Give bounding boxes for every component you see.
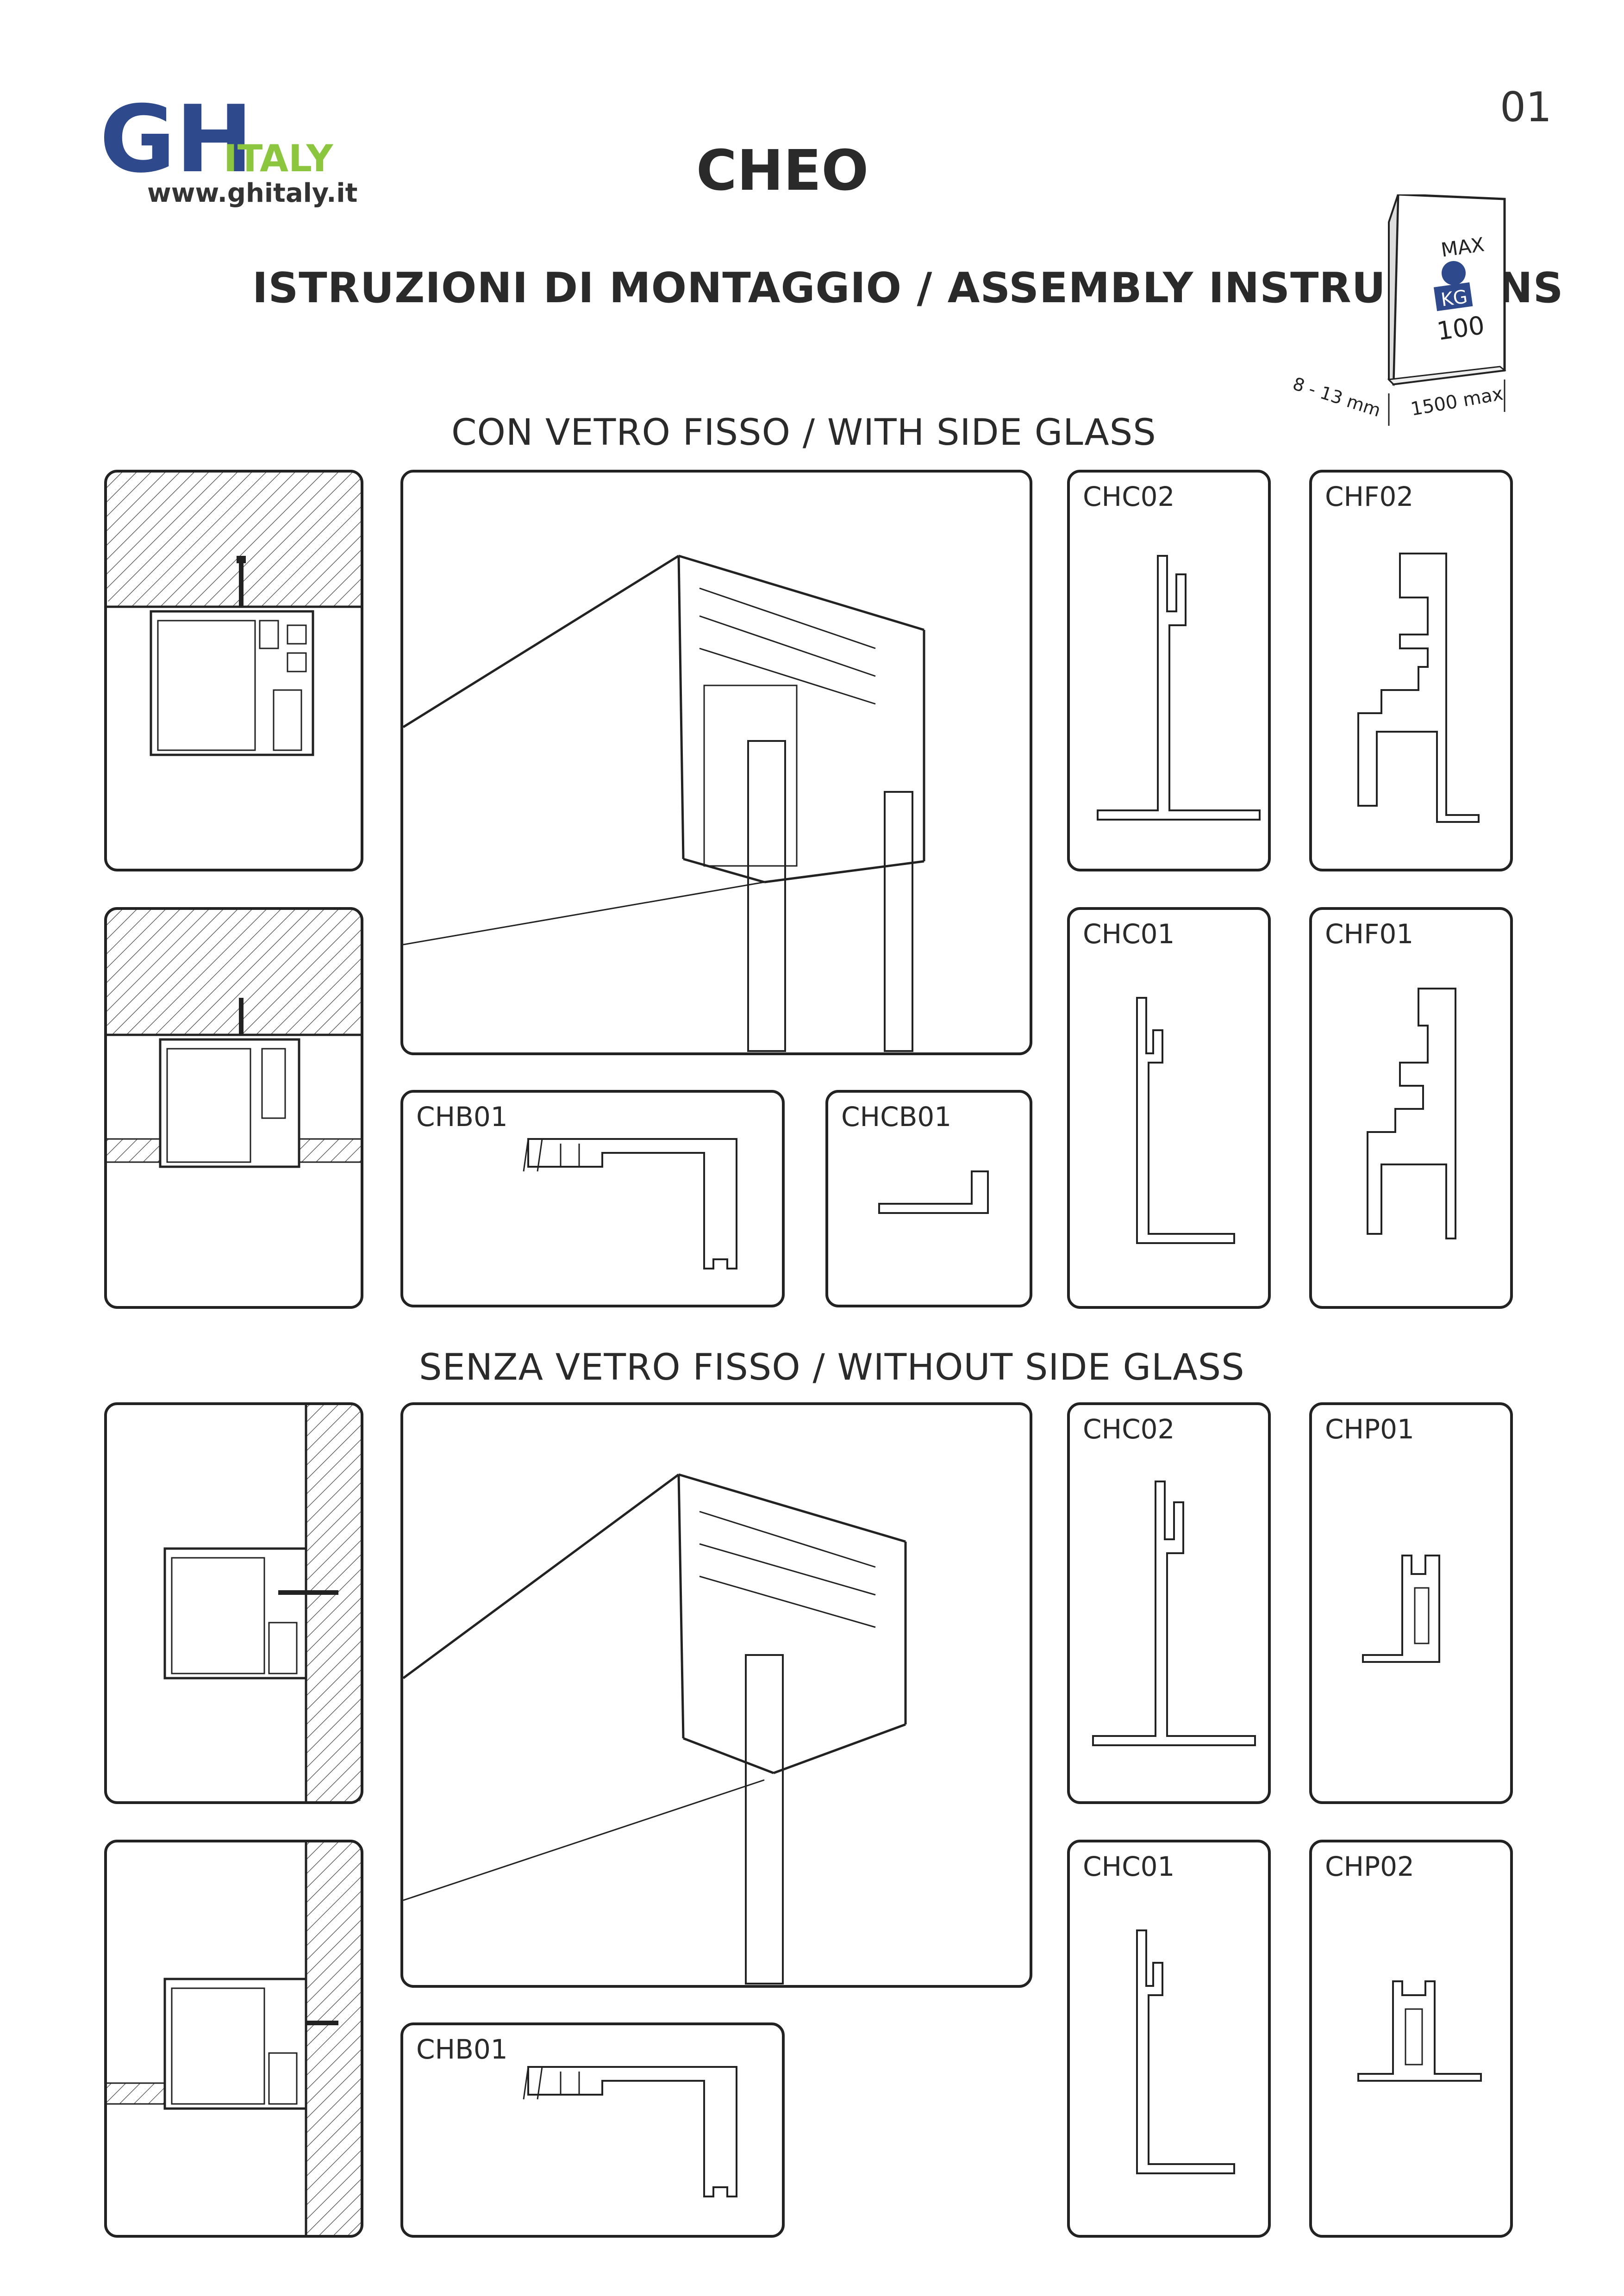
profile-card-chc01: CHC01	[1067, 907, 1271, 1309]
isometric-view-with-glass	[400, 470, 1032, 1055]
profile-label: CHF02	[1325, 481, 1414, 512]
profile-label: CHC02	[1083, 481, 1175, 512]
profile-label: CHB01	[416, 1101, 508, 1132]
assembly-instructions-title: ISTRUZIONI DI MONTAGGIO / ASSEMBLY INSTR…	[252, 264, 1564, 312]
profile-label: CHP01	[1325, 1413, 1414, 1445]
badge-thickness: 8 - 13 mm	[1292, 373, 1383, 421]
profile-label: CHB01	[416, 2034, 508, 2065]
logo-url: www.ghitaly.it	[147, 178, 358, 208]
profile-card-chp01: CHP01	[1309, 1402, 1513, 1804]
section-drawing-wall-1	[104, 1402, 363, 1804]
badge-kg: KG	[1440, 286, 1469, 311]
profile-label: CHC01	[1083, 918, 1175, 950]
profile-card-chc01-b: CHC01	[1067, 1840, 1271, 2238]
page-number: 01	[1500, 83, 1552, 131]
profile-card-chf01: CHF01	[1309, 907, 1513, 1309]
section-drawing-wall-2	[104, 1840, 363, 2238]
max-weight-badge: MAX KG 100 8 - 13 mm 1500 max	[1290, 193, 1514, 435]
badge-length: 1500 max	[1409, 383, 1505, 420]
section-without-side-glass: SENZA VETRO FISSO / WITHOUT SIDE GLASS	[419, 1347, 1245, 1388]
profile-label: CHCB01	[841, 1101, 952, 1132]
profile-card-chp02: CHP02	[1309, 1840, 1513, 2238]
profile-card-chc02-b: CHC02	[1067, 1402, 1271, 1804]
profile-card-chb01-b: CHB01	[400, 2022, 785, 2238]
profile-label: CHF01	[1325, 918, 1414, 950]
section-drawing-ceiling-1	[104, 470, 363, 871]
profile-card-chc02: CHC02	[1067, 470, 1271, 871]
product-title: CHEO	[696, 139, 869, 203]
badge-weight: 100	[1435, 311, 1487, 346]
section-drawing-ceiling-2	[104, 907, 363, 1309]
section-with-side-glass: CON VETRO FISSO / WITH SIDE GLASS	[451, 412, 1156, 454]
weight-icon	[1442, 261, 1466, 285]
profile-label: CHC02	[1083, 1413, 1175, 1445]
profile-card-chf02: CHF02	[1309, 470, 1513, 871]
ghitaly-logo: GH ITALY	[100, 86, 350, 213]
profile-label: CHC01	[1083, 1851, 1175, 1882]
logo-sub: ITALY	[224, 137, 334, 180]
logo-letters: GH	[100, 93, 253, 193]
profile-card-chb01: CHB01	[400, 1090, 785, 1307]
isometric-view-without-glass	[400, 1402, 1032, 1988]
profile-card-chcb01: CHCB01	[825, 1090, 1032, 1307]
profile-label: CHP02	[1325, 1851, 1414, 1882]
